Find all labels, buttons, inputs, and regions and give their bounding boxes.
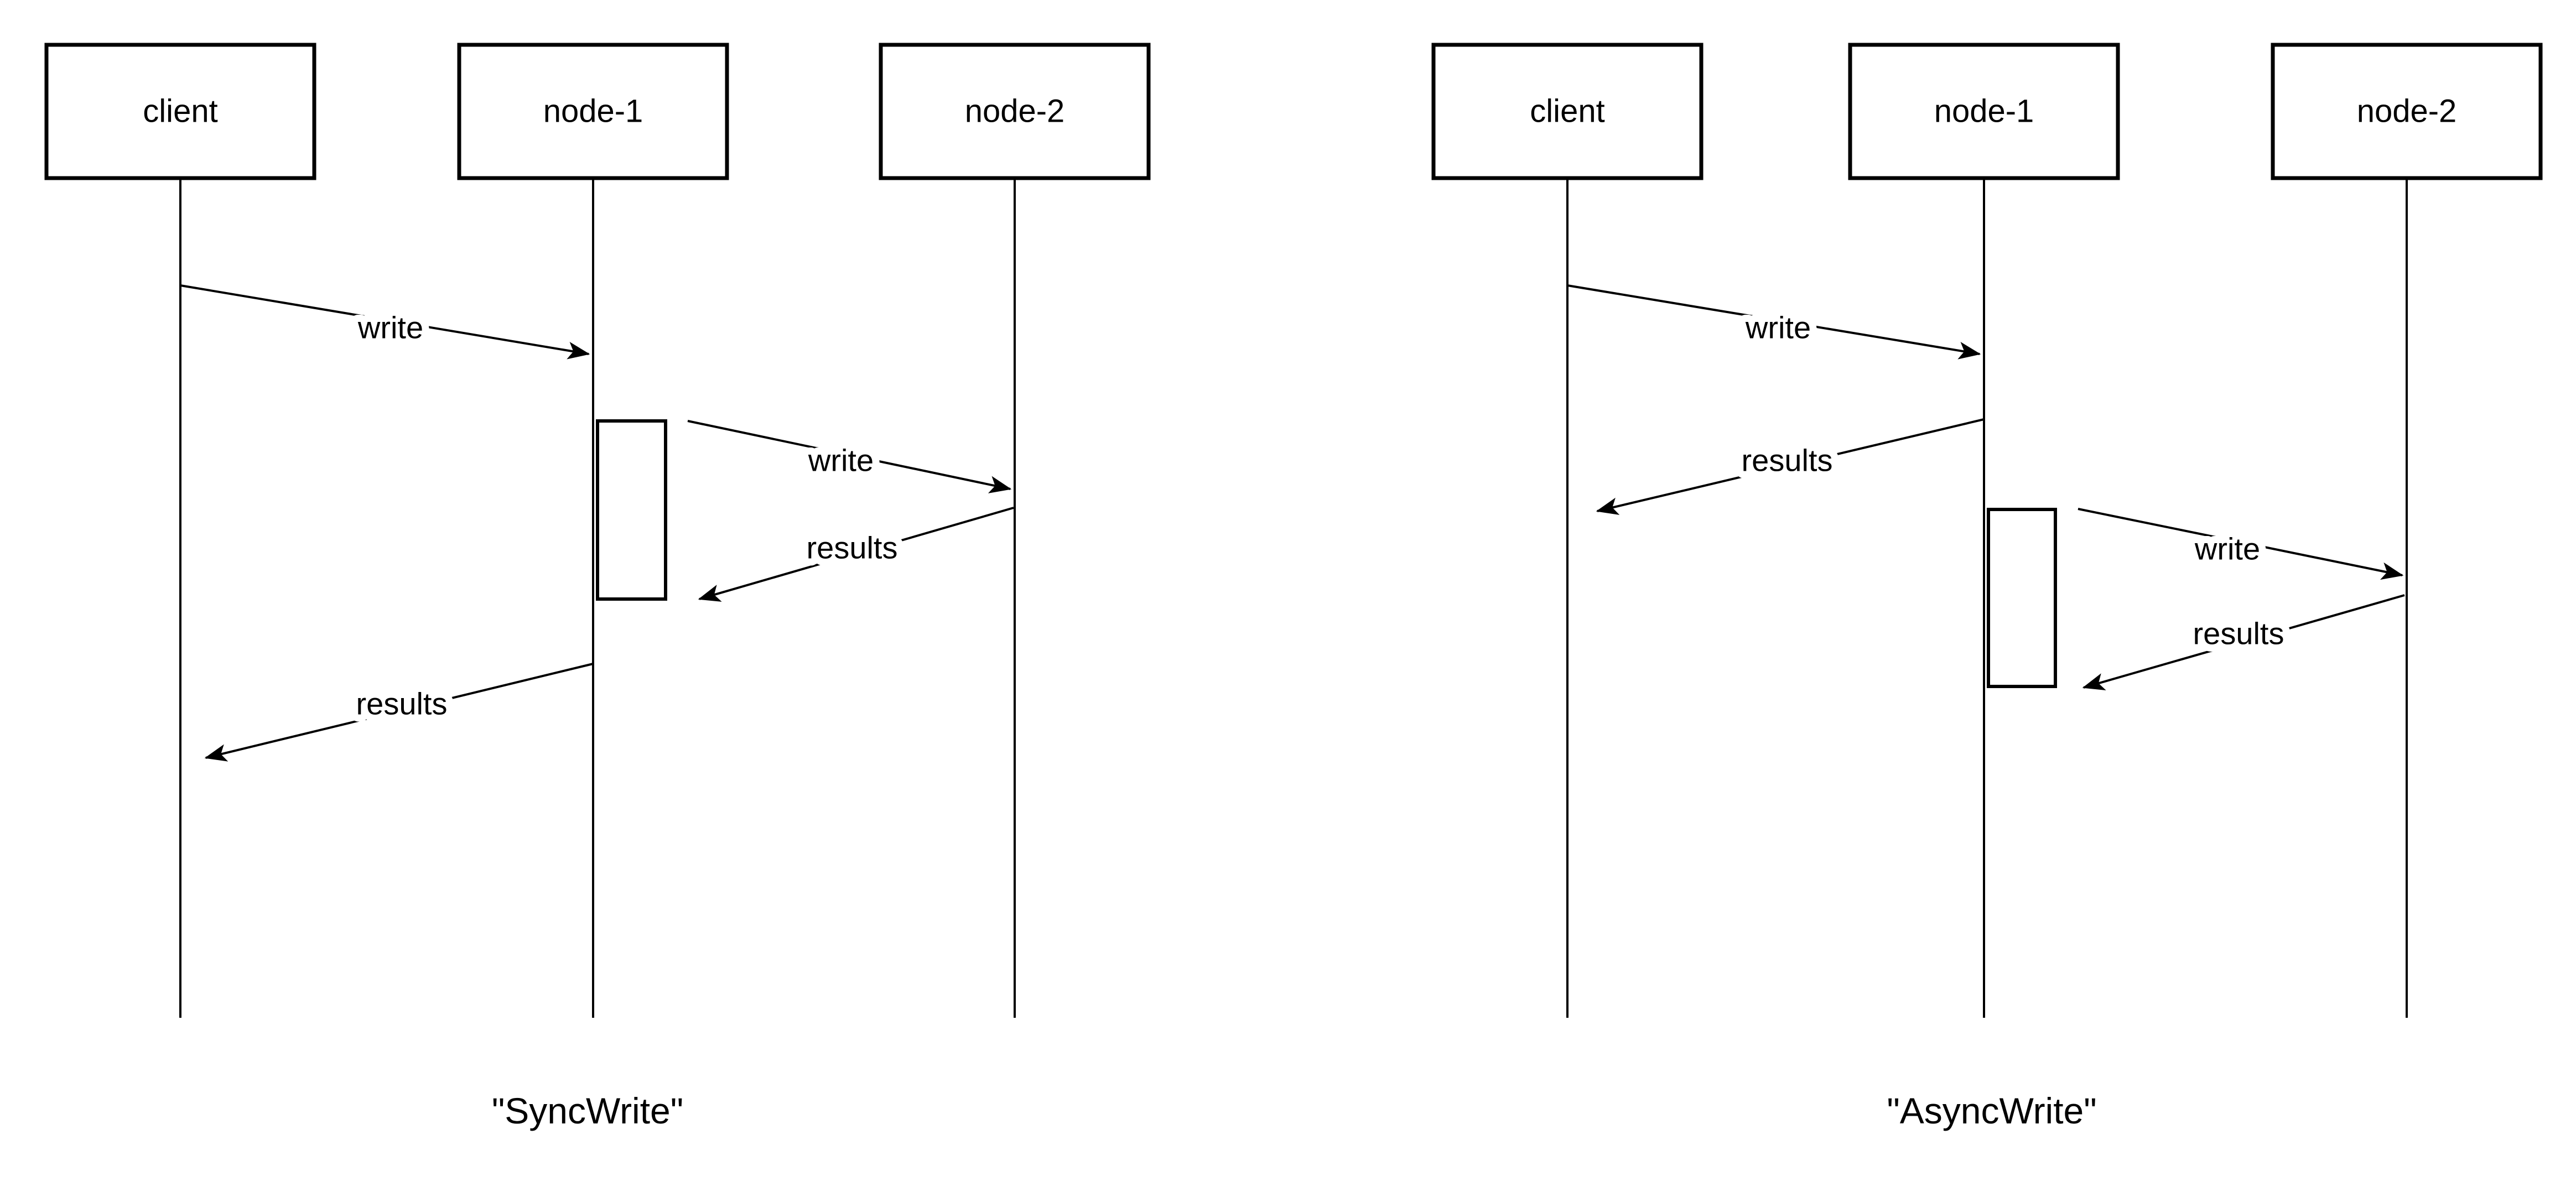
message-results-node-2-to-node-1: results <box>2082 594 2405 690</box>
message-results-node-1-to-client: results <box>1596 418 1985 515</box>
participant-label: node-2 <box>2357 93 2457 129</box>
participant-node-2: node-2 <box>879 43 1151 180</box>
message-arrow <box>2078 508 2404 580</box>
participant-label: node-1 <box>1934 93 2034 129</box>
message-label: write <box>2194 532 2260 566</box>
message-arrow <box>2082 594 2405 690</box>
message-arrow <box>698 507 1014 602</box>
participant-label: client <box>143 93 217 129</box>
diagram-async-write: client node-1 node-2 write results write… <box>1431 43 2543 1131</box>
message-label: write <box>1745 310 1811 345</box>
participant-box <box>1848 43 2120 180</box>
message-label: results <box>1742 443 1833 478</box>
participant-node-2: node-2 <box>2271 43 2543 180</box>
message-arrow <box>204 663 594 762</box>
message-write-client-to-node-1: write <box>180 284 590 360</box>
message-arrow <box>180 284 590 360</box>
diagram-caption: "SyncWrite" <box>492 1090 683 1131</box>
participant-label: node-1 <box>543 93 643 129</box>
message-results-node-2-to-node-1: results <box>698 507 1014 602</box>
participant-client: client <box>44 43 316 180</box>
participant-client: client <box>1431 43 1704 180</box>
participant-box <box>1431 43 1704 180</box>
message-write-client-to-node-1: write <box>1567 284 1981 360</box>
diagram-sync-write: client node-1 node-2 write write results… <box>44 43 1151 1131</box>
activation-bar-node-1 <box>596 419 667 601</box>
participant-box <box>44 43 316 180</box>
message-label: results <box>356 686 448 721</box>
message-write-node-1-to-node-2: write <box>2078 508 2404 580</box>
message-label: write <box>808 443 874 478</box>
message-results-node-1-to-client: results <box>204 663 594 762</box>
message-arrow <box>1567 284 1981 360</box>
message-write-node-1-to-node-2: write <box>687 420 1012 493</box>
message-label: results <box>807 530 898 565</box>
participant-box <box>879 43 1151 180</box>
participant-node-1: node-1 <box>457 43 729 180</box>
participant-label: client <box>1530 93 1604 129</box>
message-label: write <box>357 310 423 345</box>
message-arrow <box>1596 418 1985 515</box>
participant-label: node-2 <box>965 93 1065 129</box>
participant-box <box>457 43 729 180</box>
participant-node-1: node-1 <box>1848 43 2120 180</box>
message-arrow <box>687 420 1012 493</box>
participant-box <box>2271 43 2543 180</box>
activation-bar-node-1 <box>1987 508 2057 688</box>
message-label: results <box>2193 616 2284 651</box>
diagram-caption: "AsyncWrite" <box>1887 1090 2096 1131</box>
